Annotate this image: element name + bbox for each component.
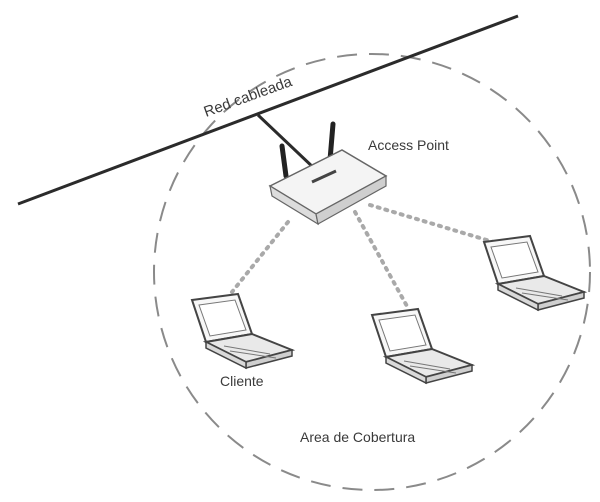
access-point-label: Access Point: [368, 137, 449, 153]
access-point-icon: [268, 121, 388, 226]
coverage-area-circle: [153, 53, 591, 491]
laptop-icon-left: [190, 292, 296, 370]
coverage-area-label: Area de Cobertura: [300, 429, 415, 445]
laptop-icon-right: [482, 234, 588, 312]
wired-network-line: [17, 14, 519, 206]
wireless-link-right: [368, 203, 502, 246]
wired-network-label: Red cableada: [202, 73, 295, 121]
ap-uplink-cable: [256, 113, 318, 172]
wireless-link-left: [230, 220, 290, 294]
client-label: Cliente: [220, 373, 264, 389]
wireless-links: [230, 203, 502, 310]
wireless-link-center: [353, 210, 410, 310]
laptop-icon-center: [370, 307, 476, 385]
